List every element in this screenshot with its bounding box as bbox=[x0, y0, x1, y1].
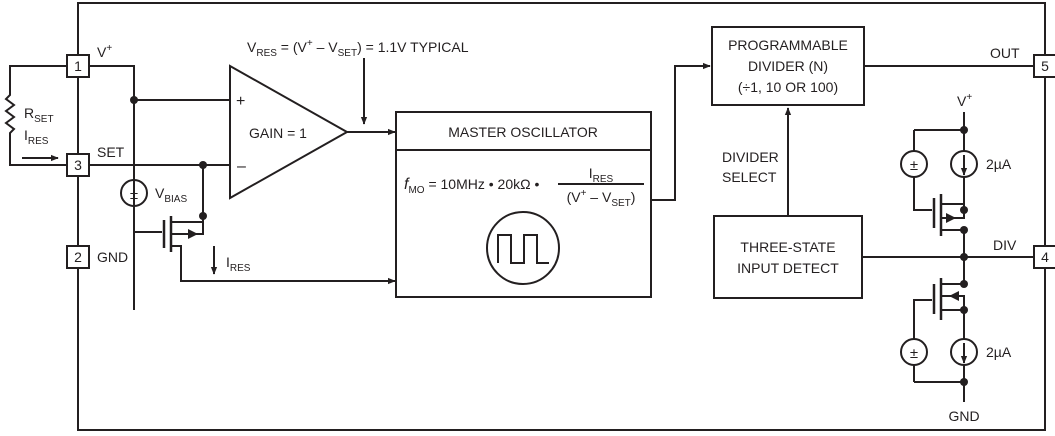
three-state-detect-box bbox=[713, 215, 863, 299]
pin-5-box bbox=[1033, 54, 1055, 78]
junction-upper-drain bbox=[960, 226, 968, 234]
amp-minus-sign: – bbox=[237, 158, 246, 175]
divider-line-3: (÷1, 10 OR 100) bbox=[738, 79, 838, 95]
divider-line-2: DIVIDER (N) bbox=[748, 58, 828, 74]
lower-mosfet-body bbox=[941, 295, 965, 302]
vplus-wire bbox=[89, 65, 135, 310]
rset-wire bbox=[4, 65, 67, 166]
pin-out-label: OUT bbox=[990, 45, 1020, 61]
pin-2-box bbox=[66, 245, 90, 269]
pin-3-number: 3 bbox=[74, 157, 82, 173]
lower-gate-to-vsource bbox=[913, 299, 932, 339]
master-oscillator-box bbox=[395, 111, 652, 298]
pin-div-label: DIV bbox=[993, 237, 1017, 253]
square-wave-icon bbox=[497, 234, 549, 264]
pin-4-box bbox=[1033, 245, 1055, 269]
supply-vplus-label: V+ bbox=[957, 92, 972, 109]
ires-left-label: IRES bbox=[24, 127, 49, 147]
divider-select-line-2: SELECT bbox=[722, 169, 777, 185]
chip-outline bbox=[77, 2, 1046, 431]
upper-mosfet-body-arrow bbox=[946, 213, 956, 223]
mosfet-drain bbox=[171, 245, 396, 285]
upper-voltage-symbol: ± bbox=[910, 157, 918, 174]
pin-2-number: 2 bbox=[74, 249, 82, 265]
pin-vplus-label: V+ bbox=[97, 43, 112, 60]
programmable-divider-box bbox=[711, 26, 865, 106]
amp-gain-label: GAIN = 1 bbox=[249, 125, 307, 141]
rset-label: RSET bbox=[24, 105, 54, 125]
oscillator-fraction-denominator: (V+ – VSET) bbox=[567, 188, 636, 209]
three-state-line-2: INPUT DETECT bbox=[737, 260, 839, 276]
divider-select-line-1: DIVIDER bbox=[722, 149, 779, 165]
mosfet-body bbox=[171, 216, 204, 235]
pin-1-number: 1 bbox=[74, 58, 82, 74]
junction-lower-drain bbox=[960, 280, 968, 288]
three-state-line-1: THREE-STATE bbox=[740, 239, 835, 255]
lower-current-label: 2µA bbox=[986, 344, 1012, 360]
oscillator-equation: fMO = 10MHz • 20kΩ • bbox=[404, 176, 539, 196]
vres-equation: VRES = (V+ – VSET) = 1.1V TYPICAL bbox=[247, 38, 469, 59]
oscillator-fraction-numerator: IRES bbox=[589, 165, 614, 185]
vbias-symbol: ± bbox=[130, 186, 138, 203]
oscillator-symbol bbox=[486, 211, 560, 285]
oscillator-title: MASTER OSCILLATOR bbox=[448, 124, 598, 140]
supply-gnd-label: GND bbox=[948, 408, 979, 424]
upper-mosfet-drain bbox=[941, 229, 965, 257]
lower-voltage-symbol: ± bbox=[910, 345, 918, 362]
upper-current-label: 2µA bbox=[986, 156, 1012, 172]
ires-mid-label: IRES bbox=[226, 254, 251, 274]
amp-plus-sign: + bbox=[236, 93, 245, 110]
amplifier-triangle bbox=[229, 64, 350, 200]
pin-set-label: SET bbox=[97, 144, 125, 160]
vbias-label: VBIAS bbox=[155, 185, 187, 205]
divider-line-1: PROGRAMMABLE bbox=[728, 37, 848, 53]
pin-5-number: 5 bbox=[1041, 58, 1049, 74]
upper-vsource-to-gate bbox=[913, 177, 932, 211]
mosfet-body-arrow bbox=[188, 229, 198, 239]
oscillator-to-divider-wire bbox=[651, 62, 711, 201]
pin-gnd-label: GND bbox=[97, 249, 128, 265]
pin-4-number: 4 bbox=[1041, 249, 1049, 265]
lower-mosfet-body-arrow bbox=[949, 291, 959, 301]
vbias-to-gate bbox=[133, 206, 162, 233]
